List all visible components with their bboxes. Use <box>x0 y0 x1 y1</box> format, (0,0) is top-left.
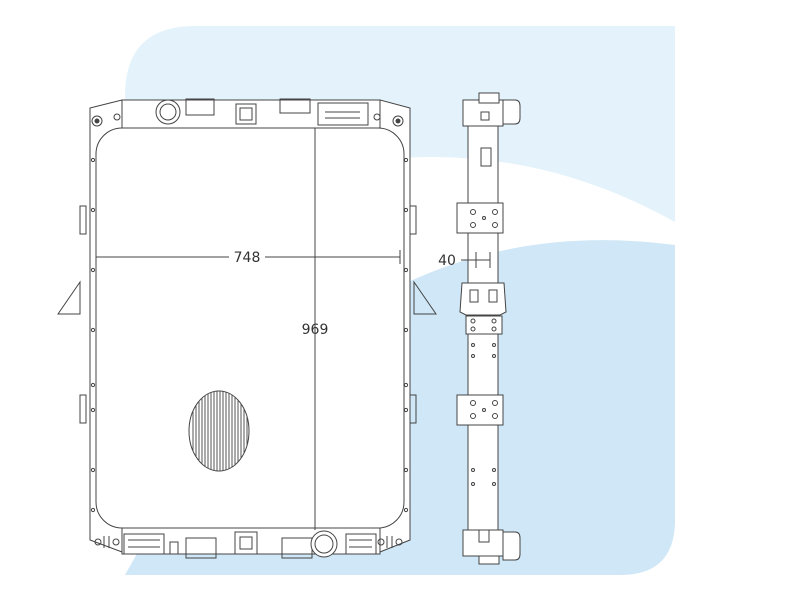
brand-logo-icon <box>94 536 403 548</box>
top-right-bolt <box>392 115 404 127</box>
side-upper-fitting <box>480 111 490 121</box>
side-mount-middle-bolt-3 <box>470 326 476 332</box>
right-side-tab-upper <box>409 205 417 235</box>
front-view <box>57 98 437 559</box>
side-view <box>456 92 521 565</box>
side-upper-inlet <box>502 99 521 125</box>
offset-dimension <box>461 252 491 268</box>
top-filler-neck <box>235 103 257 125</box>
left-mount-bracket <box>57 280 81 315</box>
side-lower-outlet <box>502 531 521 561</box>
right-mount-bracket <box>413 280 437 315</box>
side-mount-upper-center <box>482 216 486 220</box>
offset-dimension-label: 40 <box>438 253 456 269</box>
side-lower-cap <box>478 555 500 565</box>
top-right-bolt-center <box>395 118 401 124</box>
bottom-outlet-inner <box>314 534 334 554</box>
side-mount-lower-bolt-4 <box>492 413 498 419</box>
side-mount-middle-bolt-1 <box>470 318 476 324</box>
side-bracket-foot <box>459 282 507 316</box>
bottom-bracket-1 <box>123 533 165 555</box>
height-dimension-label: 969 <box>302 322 329 338</box>
side-mount-upper-bolt-2 <box>492 209 498 215</box>
side-mount-middle <box>465 315 503 335</box>
width-dimension-label: 748 <box>234 250 261 266</box>
side-mount-lower-center <box>482 408 486 412</box>
side-holes <box>471 343 496 486</box>
front-core <box>95 127 405 529</box>
top-inlet-inner <box>159 103 177 121</box>
side-mount-lower-bolt-3 <box>470 413 476 419</box>
side-lower-fitting <box>478 529 490 543</box>
side-upper-cap <box>478 92 500 104</box>
bottom-bracket-4 <box>345 533 377 555</box>
side-mount-lower <box>456 394 504 426</box>
bottom-filler-cap <box>239 536 253 550</box>
left-side-tab-lower <box>79 394 87 424</box>
top-right-hole <box>373 113 381 121</box>
bottom-drain <box>169 541 179 555</box>
side-mount-middle-bolt-4 <box>491 326 497 332</box>
side-mount-upper-bolt-3 <box>470 222 476 228</box>
top-bracket-2 <box>279 98 311 114</box>
top-filler-cap <box>239 107 253 121</box>
top-left-hole <box>113 113 121 121</box>
fan-grille-icon <box>188 390 250 472</box>
side-foot-slot-1 <box>469 289 479 303</box>
side-mount-upper-bolt-4 <box>492 222 498 228</box>
top-left-bolt <box>91 115 103 127</box>
side-window <box>480 147 492 167</box>
bottom-bracket-2 <box>185 537 217 559</box>
left-side-tab-upper <box>79 205 87 235</box>
side-mount-lower-bolt-2 <box>492 400 498 406</box>
side-mount-upper <box>456 202 504 234</box>
side-mount-upper-bolt-1 <box>470 209 476 215</box>
right-side-tab-lower <box>409 394 417 424</box>
width-label-bg <box>229 249 265 265</box>
top-left-bolt-center <box>94 118 100 124</box>
side-mount-middle-bolt-2 <box>491 318 497 324</box>
bottom-filler-neck <box>234 531 258 555</box>
frame-holes <box>90 157 409 513</box>
side-mount-lower-bolt-1 <box>470 400 476 406</box>
side-foot-slot-2 <box>488 289 498 303</box>
top-bracket-3 <box>317 102 369 126</box>
top-bracket-1 <box>185 98 215 116</box>
